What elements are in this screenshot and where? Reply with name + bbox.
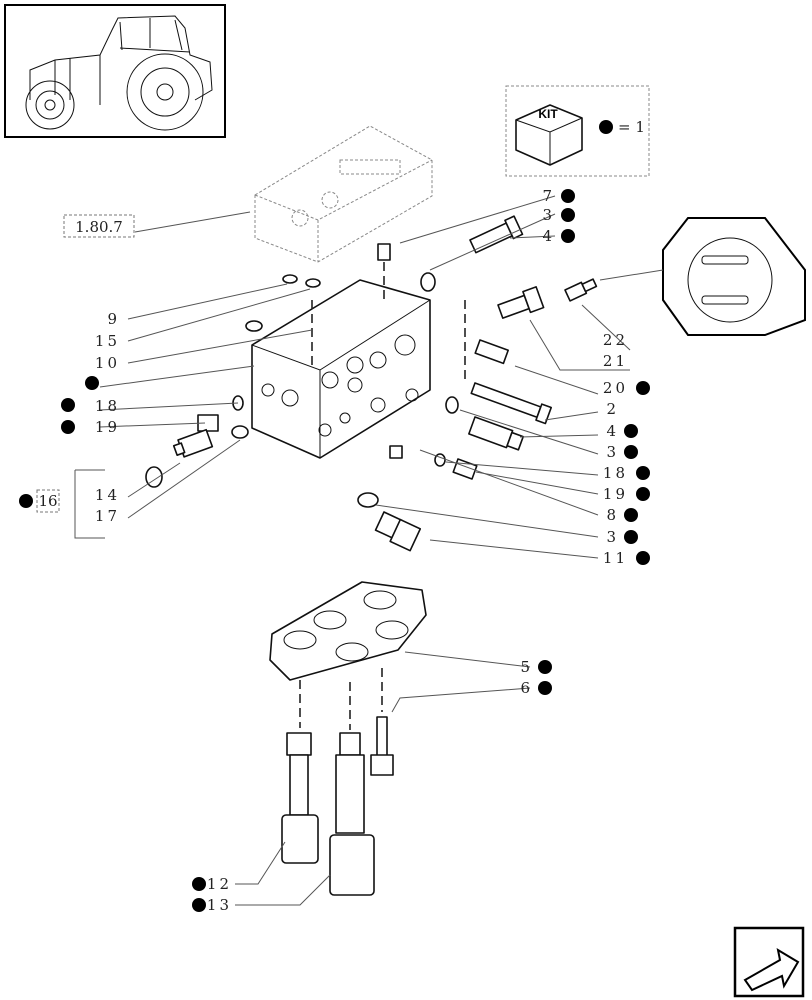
callout-14[interactable]: 14 <box>95 486 120 504</box>
callout-22[interactable]: 22 <box>603 331 628 349</box>
callout-18[interactable]: 18 <box>95 397 120 415</box>
callout-12-dot-icon <box>192 877 206 891</box>
callout-18-right[interactable]: 18 <box>603 464 628 482</box>
callout-18-dot-icon <box>61 398 75 412</box>
callout-7-dot-icon <box>561 189 575 203</box>
callout-11-dot-icon <box>636 551 650 565</box>
callout-19-right-dot-icon <box>636 487 650 501</box>
callout-8[interactable]: 8 <box>606 506 616 524</box>
callout-19-right[interactable]: 19 <box>603 485 628 503</box>
callout-20-dot-icon <box>636 381 650 395</box>
kit-label: KIT <box>538 107 558 121</box>
callout-20[interactable]: 20 <box>603 379 628 397</box>
callout-8-dot-icon <box>624 508 638 522</box>
reference-label[interactable]: 1.80.7 <box>75 218 123 236</box>
tractor-thumbnail[interactable] <box>4 4 226 138</box>
screw-6 <box>370 716 394 776</box>
back-navigation-button[interactable] <box>733 926 805 998</box>
callout-3-top-dot-icon <box>561 208 575 222</box>
reference-housing-ghost: 1.80.7 <box>63 125 433 263</box>
callout-19[interactable]: 19 <box>95 418 120 436</box>
group-16-dot-icon <box>19 494 33 508</box>
callout-3-a-dot-icon <box>624 445 638 459</box>
callout-4[interactable]: 4 <box>606 422 616 440</box>
mounting-plate <box>269 581 427 730</box>
callout-17[interactable]: 17 <box>95 507 120 525</box>
callout-13-dot-icon <box>192 898 206 912</box>
callout-3-a[interactable]: 3 <box>606 443 616 461</box>
callout-21[interactable]: 21 <box>603 352 628 370</box>
group-16-label[interactable]: 16 <box>38 492 57 510</box>
arrow-icon <box>743 947 800 992</box>
parts <box>145 215 598 552</box>
kit-quantity: = 1 <box>618 118 645 136</box>
callout-12[interactable]: 12 <box>207 875 232 893</box>
callout-9[interactable]: 9 <box>107 310 120 328</box>
sensor-detail-circle <box>599 217 806 336</box>
valve-block <box>251 279 431 459</box>
callout-5[interactable]: 5 <box>520 658 530 676</box>
callout-3-top[interactable]: 3 <box>542 206 552 224</box>
leader-lines <box>74 195 631 906</box>
kit-legend: KIT = 1 <box>505 85 650 177</box>
callout-11[interactable]: 11 <box>603 549 628 567</box>
callout-labels: 9 15 10 18 19 16 14 17 7 3 4 22 21 20 2 … <box>19 187 650 914</box>
callout-19-dot-icon <box>61 420 75 434</box>
callout-dot-icon <box>85 376 99 390</box>
spool-12 <box>281 732 319 864</box>
callout-7[interactable]: 7 <box>542 187 552 205</box>
callout-10[interactable]: 10 <box>95 354 120 372</box>
callout-18-right-dot-icon <box>636 466 650 480</box>
callout-3-b[interactable]: 3 <box>606 528 616 546</box>
kit-dot-icon <box>599 120 613 134</box>
callout-6-dot-icon <box>538 681 552 695</box>
callout-6[interactable]: 6 <box>520 679 530 697</box>
callout-4-dot-icon <box>624 424 638 438</box>
callout-13[interactable]: 13 <box>207 896 232 914</box>
callout-15[interactable]: 15 <box>95 332 120 350</box>
callout-2[interactable]: 2 <box>606 400 616 418</box>
spool-13 <box>329 732 375 896</box>
callout-4-top[interactable]: 4 <box>542 227 552 245</box>
callout-3-b-dot-icon <box>624 530 638 544</box>
callout-5-dot-icon <box>538 660 552 674</box>
callout-4-top-dot-icon <box>561 229 575 243</box>
